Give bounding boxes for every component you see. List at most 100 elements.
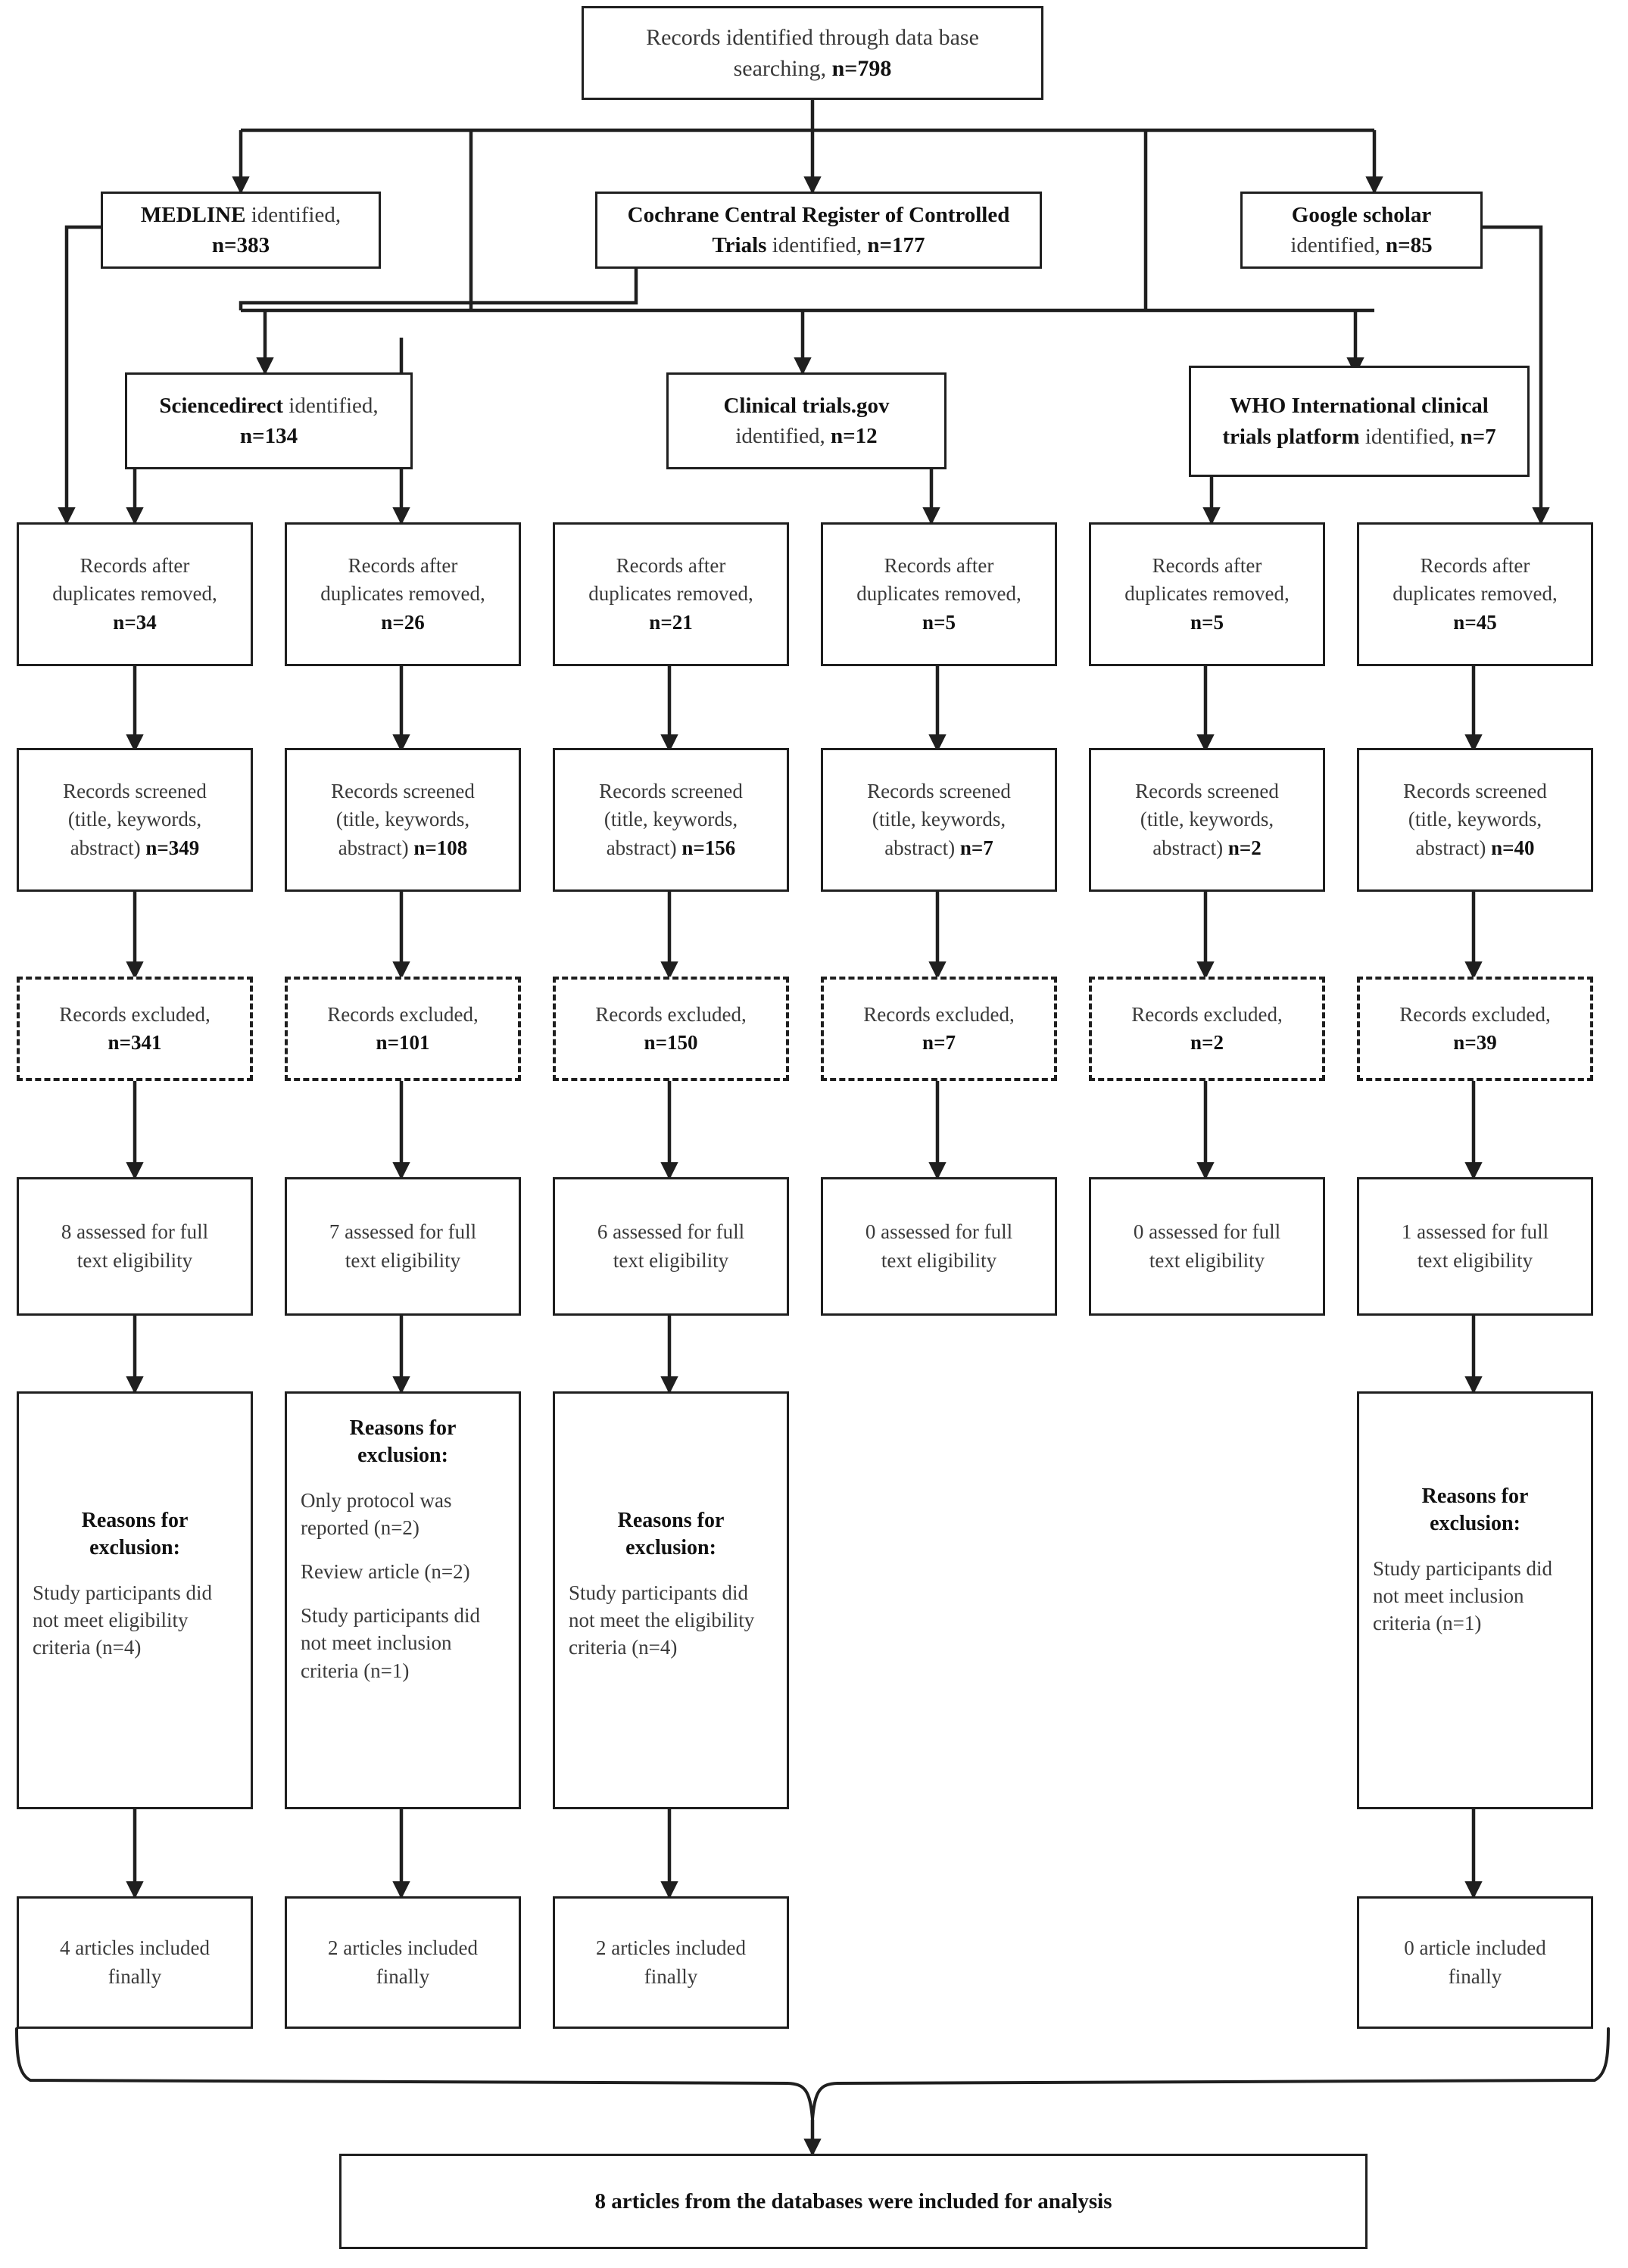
reasons-title: Reasons for exclusion:	[349, 1416, 457, 1468]
excluded-count: n=39	[1453, 1031, 1497, 1054]
duplicates-line1: Records after	[884, 554, 994, 578]
medline-line1: MEDLINE identified,	[140, 202, 342, 227]
duplicates-line1: Records after	[616, 554, 726, 578]
reasons-title: Reasons for exclusion:	[81, 1509, 189, 1560]
included-line2: finally	[644, 1964, 698, 1988]
assessed-line2: text eligibility	[1417, 1248, 1533, 1272]
assessed-line1: 0 assessed for full	[1133, 1220, 1281, 1244]
excluded-count: n=150	[644, 1031, 698, 1054]
duplicates-line1: Records after	[348, 554, 458, 578]
screened-line2: (title, keywords,	[1408, 808, 1542, 831]
screened-line2: (title, keywords,	[335, 808, 470, 831]
excluded-line1: Records excluded,	[327, 1002, 479, 1026]
excluded-line1: Records excluded,	[863, 1002, 1015, 1026]
assessed-line1: 0 assessed for full	[865, 1220, 1013, 1244]
duplicates-line2: duplicates removed,	[1124, 582, 1290, 606]
reason-item: Study participants did not meet inclusio…	[1373, 1556, 1552, 1635]
summary-box: 8 articles from the databases were inclu…	[339, 2154, 1368, 2249]
duplicates-count: n=34	[113, 610, 157, 634]
screened-line2: (title, keywords,	[1140, 808, 1274, 831]
excluded-count: n=101	[376, 1031, 430, 1054]
screened-line1: Records screened	[599, 780, 743, 803]
assessed-line2: text eligibility	[613, 1248, 729, 1272]
duplicates-line2: duplicates removed,	[588, 582, 753, 606]
excluded-box-google: Records excluded, n=150	[553, 977, 789, 1081]
screened-line3: abstract) n=108	[338, 836, 468, 859]
duplicates-count: n=21	[649, 610, 693, 634]
reasons-box-cochrane: Reasons for exclusion: Only protocol was…	[285, 1391, 521, 1809]
screened-box-cochrane: Records screened (title, keywords, abstr…	[285, 748, 521, 892]
source-box-cochrane: Cochrane Central Register of Controlled …	[595, 192, 1042, 269]
screened-box-clinicaltrials: Records screened (title, keywords, abstr…	[1089, 748, 1325, 892]
screened-line1: Records screened	[1135, 780, 1279, 803]
duplicates-box-clinicaltrials: Records after duplicates removed, n=5	[1089, 522, 1325, 666]
duplicates-count: n=5	[1190, 610, 1224, 634]
assessed-line2: text eligibility	[1149, 1248, 1265, 1272]
duplicates-box-cochrane: Records after duplicates removed, n=26	[285, 522, 521, 666]
included-line1: 0 article included	[1404, 1936, 1546, 1960]
who-line1: WHO International clinical	[1230, 394, 1489, 419]
included-line2: finally	[108, 1964, 162, 1988]
excluded-box-sciencedirect: Records excluded, n=7	[821, 977, 1057, 1081]
reason-item: Study participants did not meet eligibil…	[33, 1581, 212, 1659]
google-line2: identified, n=85	[1290, 233, 1433, 257]
included-box-cochrane: 2 articles included finally	[285, 1896, 521, 2029]
medline-count: n=383	[211, 233, 270, 257]
sciencedirect-count: n=134	[239, 424, 298, 448]
excluded-count: n=341	[108, 1031, 162, 1054]
screened-line1: Records screened	[331, 780, 475, 803]
source-box-medline: MEDLINE identified, n=383	[101, 192, 381, 269]
included-box-who: 0 article included finally	[1357, 1896, 1593, 2029]
assessed-line1: 7 assessed for full	[329, 1220, 477, 1244]
assessed-line1: 6 assessed for full	[597, 1220, 745, 1244]
assessed-box-cochrane: 7 assessed for full text eligibility	[285, 1177, 521, 1316]
excluded-box-medline: Records excluded, n=341	[17, 977, 253, 1081]
duplicates-box-sciencedirect: Records after duplicates removed, n=5	[821, 522, 1057, 666]
included-line2: finally	[1448, 1964, 1502, 1988]
google-line1: Google scholar	[1291, 202, 1432, 227]
screened-line1: Records screened	[867, 780, 1011, 803]
duplicates-line2: duplicates removed,	[320, 582, 485, 606]
included-box-google: 2 articles included finally	[553, 1896, 789, 2029]
records-identified-box: Records identified through data base sea…	[582, 6, 1043, 100]
summary-text: 8 articles from the databases were inclu…	[594, 2189, 1112, 2213]
excluded-line1: Records excluded,	[1399, 1002, 1551, 1026]
source-box-clinicaltrials: Clinical trials.gov identified, n=12	[666, 372, 947, 469]
source-box-sciencedirect: Sciencedirect identified, n=134	[125, 372, 413, 469]
screened-box-medline: Records screened (title, keywords, abstr…	[17, 748, 253, 892]
assessed-box-sciencedirect: 0 assessed for full text eligibility	[821, 1177, 1057, 1316]
reasons-title: Reasons for exclusion:	[617, 1509, 725, 1560]
screened-box-who: Records screened (title, keywords, abstr…	[1357, 748, 1593, 892]
screened-line3: abstract) n=156	[606, 836, 736, 859]
reason-item: Study participants did not meet inclusio…	[301, 1604, 480, 1682]
duplicates-line1: Records after	[1152, 554, 1262, 578]
excluded-line1: Records excluded,	[59, 1002, 211, 1026]
records-identified-line1: Records identified through data base	[646, 24, 979, 50]
screened-box-google: Records screened (title, keywords, abstr…	[553, 748, 789, 892]
reasons-title: Reasons for exclusion:	[1421, 1484, 1529, 1536]
duplicates-line2: duplicates removed,	[856, 582, 1021, 606]
assessed-line1: 8 assessed for full	[61, 1220, 209, 1244]
excluded-count: n=7	[922, 1031, 956, 1054]
screened-line1: Records screened	[63, 780, 207, 803]
duplicates-count: n=45	[1453, 610, 1497, 634]
duplicates-count: n=26	[381, 610, 425, 634]
excluded-box-who: Records excluded, n=39	[1357, 977, 1593, 1081]
included-line1: 4 articles included	[60, 1936, 210, 1960]
screened-line2: (title, keywords,	[872, 808, 1006, 831]
assessed-line2: text eligibility	[345, 1248, 461, 1272]
clinicaltrials-line1: Clinical trials.gov	[723, 393, 890, 418]
assessed-box-google: 6 assessed for full text eligibility	[553, 1177, 789, 1316]
assessed-line2: text eligibility	[881, 1248, 997, 1272]
reasons-box-google: Reasons for exclusion: Study participant…	[553, 1391, 789, 1809]
duplicates-line2: duplicates removed,	[1393, 582, 1558, 606]
duplicates-box-google: Records after duplicates removed, n=21	[553, 522, 789, 666]
included-box-medline: 4 articles included finally	[17, 1896, 253, 2029]
screened-box-sciencedirect: Records screened (title, keywords, abstr…	[821, 748, 1057, 892]
assessed-box-who: 1 assessed for full text eligibility	[1357, 1177, 1593, 1316]
duplicates-box-who: Records after duplicates removed, n=45	[1357, 522, 1593, 666]
excluded-line1: Records excluded,	[1131, 1002, 1283, 1026]
reason-item: Study participants did not meet the elig…	[569, 1581, 755, 1659]
clinicaltrials-line2: identified, n=12	[735, 424, 878, 448]
